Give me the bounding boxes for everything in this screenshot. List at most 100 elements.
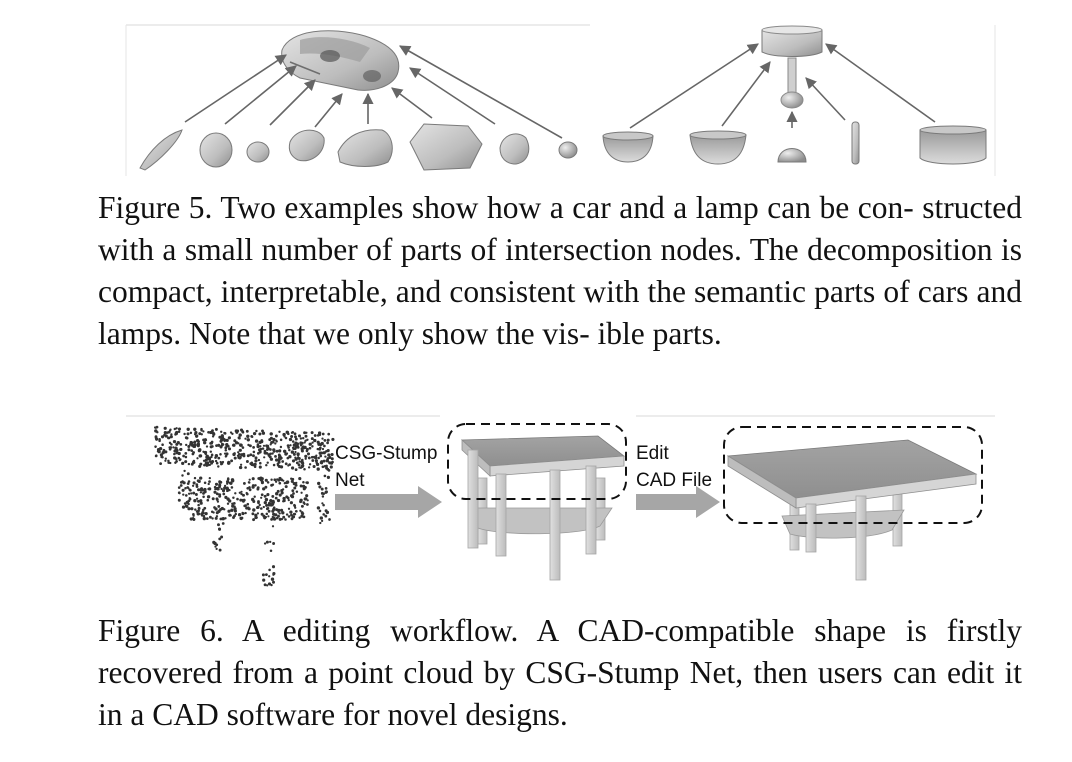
point [199,462,203,466]
point [272,512,276,516]
point [258,450,262,453]
point [211,517,214,520]
point [237,451,240,454]
point [295,490,299,494]
point [256,512,260,515]
point [317,442,321,446]
step1-label-line2: Net [335,470,365,491]
point [323,474,327,478]
point [208,480,211,483]
point [197,506,201,510]
point [275,508,279,512]
point [273,478,277,482]
point [288,448,291,452]
point [202,516,206,521]
point [214,516,218,520]
point [270,583,273,587]
point [310,431,314,435]
point [192,514,195,517]
point [263,449,267,453]
point [325,466,329,470]
point [319,521,322,525]
point [260,496,263,499]
point [324,490,328,494]
point [228,499,232,503]
point [192,481,196,485]
point [294,435,297,439]
point [207,430,210,434]
point [317,481,321,486]
point [154,445,157,448]
point [230,459,234,463]
point [321,465,325,469]
point [183,469,186,473]
point [228,513,232,517]
point [244,466,247,469]
point [278,430,281,433]
point [200,487,204,491]
point [304,434,308,438]
point [201,514,204,517]
point [199,491,203,494]
point [239,463,243,466]
point [278,454,282,459]
point [294,468,298,471]
point [161,456,164,459]
point [319,460,324,465]
point [211,429,214,433]
point [260,439,264,444]
point [325,459,329,463]
point [322,513,325,516]
point [241,511,244,515]
point [319,516,323,520]
point [178,452,181,455]
point [252,454,255,458]
point [226,444,230,448]
point [303,468,306,471]
point [209,450,213,453]
point [316,467,320,471]
point [242,493,245,497]
point [202,514,206,518]
point [218,485,221,488]
point [238,448,242,452]
point [278,517,282,521]
point [218,527,222,531]
point [290,435,294,438]
point [186,432,190,436]
point [298,477,302,481]
point [173,449,177,453]
point [305,494,309,498]
point [266,506,270,510]
point [228,488,231,492]
point [323,465,327,468]
point [291,489,295,493]
point [316,447,319,451]
point [310,437,314,441]
point [210,510,214,513]
point [163,431,167,435]
point [175,458,178,461]
point [157,450,161,454]
point [322,459,326,463]
point [186,482,190,485]
point [191,517,195,520]
point [301,512,305,516]
point [212,540,216,545]
car-arrows [184,45,563,139]
point [224,517,227,520]
point [306,499,309,502]
point [179,484,183,487]
point [159,453,163,457]
point [215,543,219,547]
point [176,440,180,445]
point [321,447,325,451]
lamp-shape [761,25,823,109]
point [322,451,326,455]
point [301,436,305,440]
point [261,573,265,577]
point [182,493,185,496]
step1-label-line1: CSG-Stump [335,443,437,464]
point [224,446,228,450]
point [246,454,250,458]
